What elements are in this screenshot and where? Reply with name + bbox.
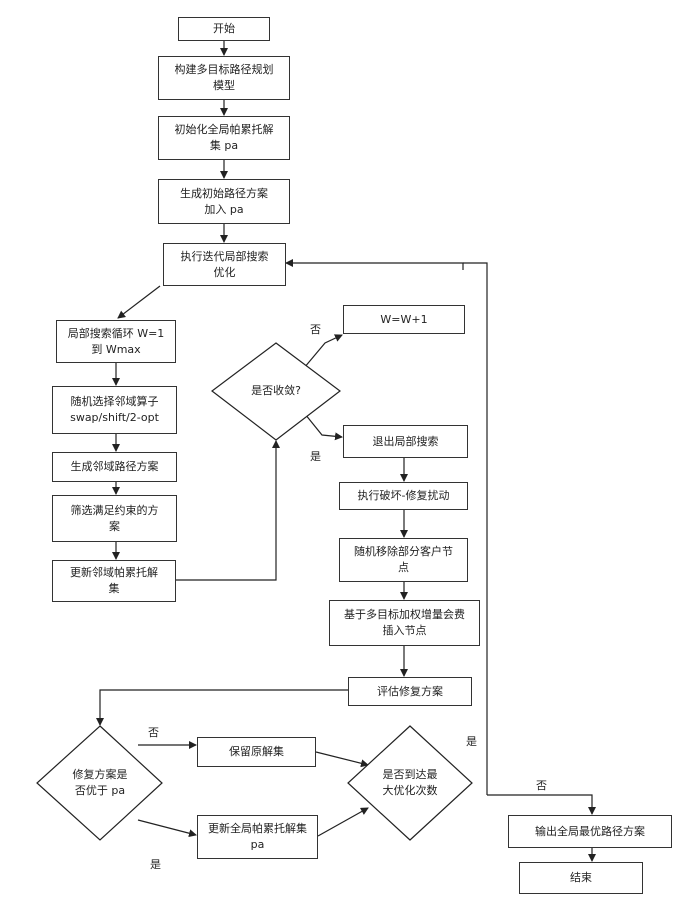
converge-no-label: 否 — [310, 321, 321, 337]
keep-step: 保留原解集 — [197, 737, 316, 767]
output-step: 输出全局最优路径方案 — [508, 815, 672, 848]
converge-yes-label: 是 — [310, 448, 321, 464]
arrow-winc-back-to-opt — [286, 263, 463, 270]
dominates-question: 修复方案是 否优于 pa — [50, 765, 150, 801]
loop-step: 局部搜索循环 W=1 到 Wmax — [56, 320, 176, 363]
dominate-no-label: 否 — [148, 724, 159, 740]
gen-neighbor-step: 生成邻域路径方案 — [52, 452, 177, 482]
arrow-evaluate-to-dominates — [100, 690, 348, 725]
exit-local-step: 退出局部搜索 — [343, 425, 468, 458]
local-search-opt-step: 执行迭代局部搜索 优化 — [163, 243, 286, 286]
start-node: 开始 — [178, 17, 270, 41]
remove-nodes-step: 随机移除部分客户节 点 — [339, 538, 468, 582]
maxiter-question: 是否到达最 大优化次数 — [360, 765, 460, 801]
build-model-step: 构建多目标路径规划 模型 — [158, 56, 290, 100]
arrow-update-to-maxiter — [318, 808, 368, 836]
maxiter-no-label: 否 — [536, 777, 547, 793]
filter-step: 筛选满足约束的方 案 — [52, 495, 177, 542]
arrow-converge-no-to-winc — [304, 335, 342, 368]
arrow-dominate-yes-to-update — [138, 820, 196, 835]
converge-question: 是否收敛? — [226, 380, 326, 402]
init-archive-step: 初始化全局帕累托解 集 pa — [158, 116, 290, 160]
update-archive-step: 更新邻域帕累托解 集 — [52, 560, 176, 602]
gen-initial-step: 生成初始路径方案 加入 pa — [158, 179, 290, 224]
arrow-maxiter-to-output — [487, 795, 592, 814]
update-global-step: 更新全局帕累托解集 pa — [197, 815, 318, 859]
destroy-repair-step: 执行破坏-修复扰动 — [339, 482, 468, 510]
dominate-yes-label: 是 — [150, 856, 161, 872]
random-select-step: 随机选择邻域算子 swap/shift/2-opt — [52, 386, 177, 434]
arrow-keep-to-maxiter — [316, 752, 368, 765]
maxiter-yes-label: 是 — [466, 733, 477, 749]
w-increment-step: W=W+1 — [343, 305, 465, 334]
insert-nodes-step: 基于多目标加权增量会费 插入节点 — [329, 600, 480, 646]
arrow-opt-to-loop — [118, 286, 160, 318]
arrow-maxiter-back-to-opt — [463, 263, 487, 795]
arrow-update-to-converge — [176, 441, 276, 580]
arrow-converge-yes-to-exit — [305, 414, 342, 437]
evaluate-step: 评估修复方案 — [348, 677, 472, 706]
end-node: 结束 — [519, 862, 643, 894]
